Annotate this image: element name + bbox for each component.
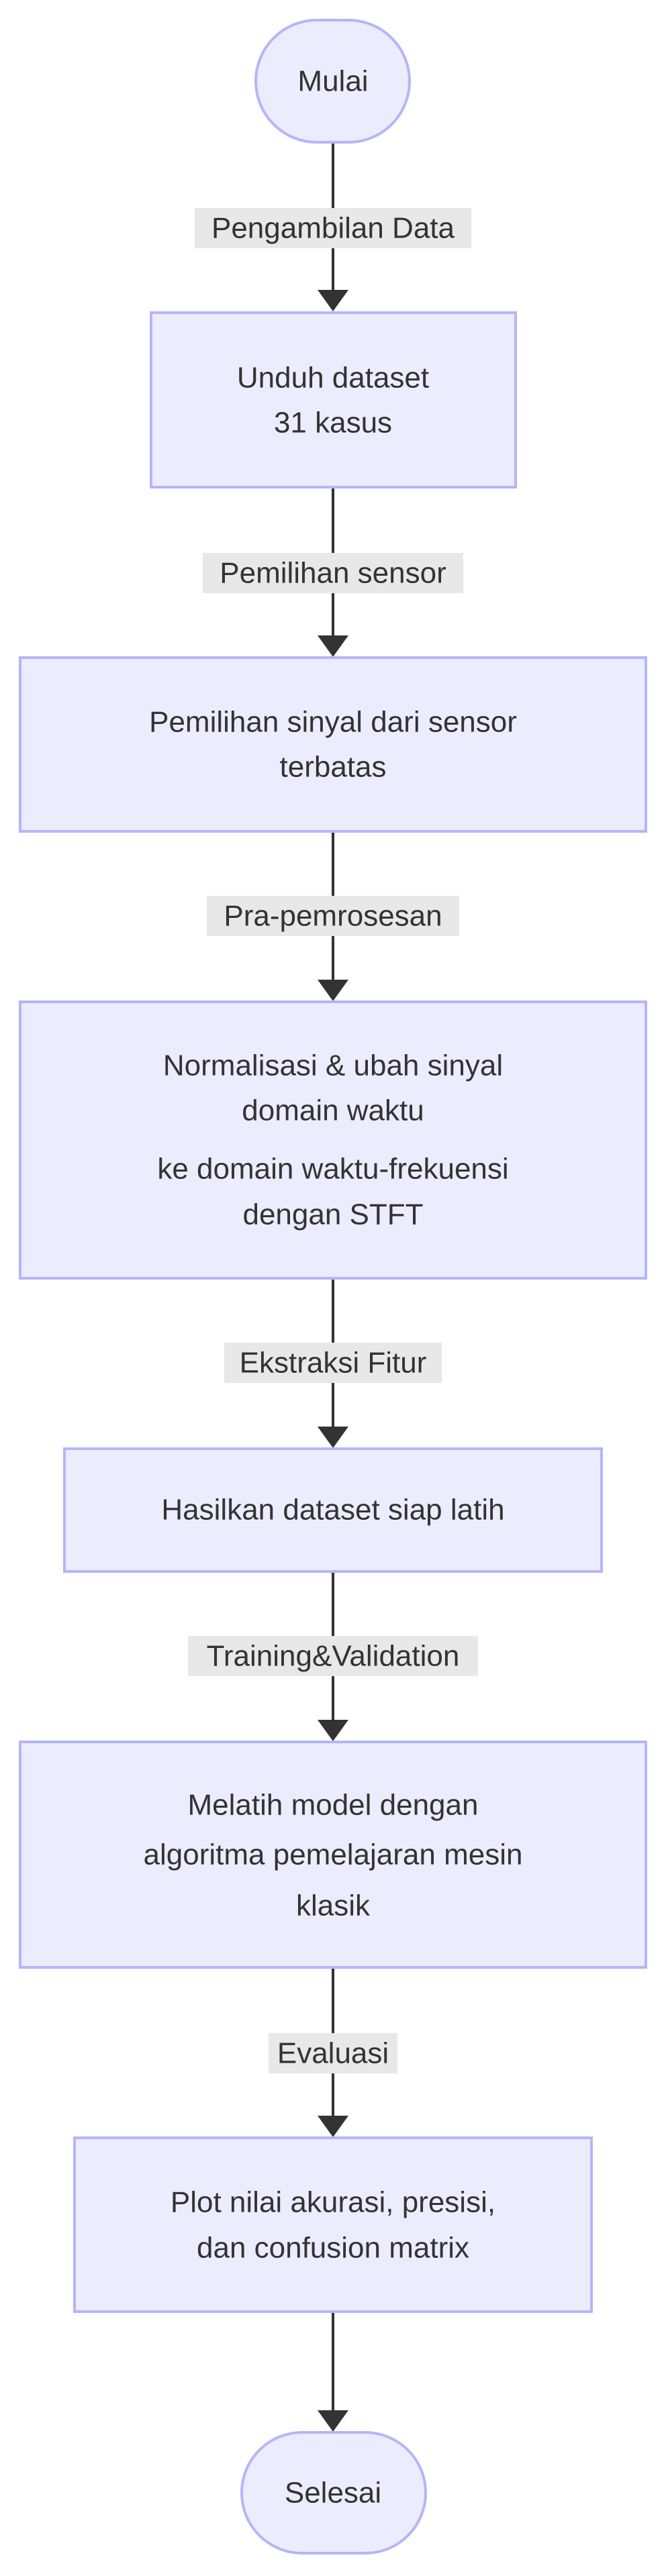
arrowhead-icon	[318, 1720, 348, 1741]
arrowhead-icon	[318, 2116, 348, 2137]
node-text-line: Unduh dataset	[237, 362, 429, 395]
node-end[interactable]: Selesai	[240, 2431, 427, 2555]
node-start-label: Mulai	[297, 65, 368, 98]
node-text-line: dan confusion matrix	[197, 2232, 469, 2265]
edge-label-bg	[269, 2033, 397, 2073]
edge-plot-end	[318, 2312, 348, 2432]
node-text-line: ke domain waktu-frekuensi	[157, 1153, 508, 1186]
edge-label-bg	[224, 1343, 442, 1383]
edge-label-bg	[207, 896, 459, 936]
node-select[interactable]: Pemilihan sinyal dari sensor terbatas	[19, 656, 647, 833]
edge-label-bg	[188, 1636, 478, 1676]
edge-label-bg	[203, 553, 463, 593]
arrowhead-icon	[318, 290, 348, 311]
arrowhead-icon	[318, 1427, 348, 1448]
node-dataset[interactable]: Hasilkan dataset siap latih	[63, 1447, 603, 1573]
node-text-line: dengan STFT	[242, 1198, 423, 1231]
node-download[interactable]: Unduh dataset 31 kasus	[150, 311, 517, 488]
edge-preprocess-dataset: Ekstraksi Fitur	[224, 1278, 442, 1448]
node-text-line: klasik	[296, 1890, 371, 1922]
node-end-label: Selesai	[285, 2477, 381, 2510]
node-text-line: terbatas	[280, 751, 387, 784]
node-plot[interactable]: Plot nilai akurasi, presisi, dan confusi…	[73, 2136, 593, 2313]
node-text-line: Plot nilai akurasi, presisi,	[171, 2186, 495, 2219]
node-text-line: Hasilkan dataset siap latih	[161, 1494, 504, 1527]
edge-train-plot: Evaluasi	[269, 1967, 397, 2137]
edge-select-preprocess: Pra-pemrosesan	[207, 831, 459, 1001]
edge-label-pra-pemrosesan: Pra-pemrosesan	[224, 900, 442, 933]
edge-label-pemilihan-sensor: Pemilihan sensor	[220, 557, 446, 590]
edge-label-evaluasi: Evaluasi	[277, 2037, 389, 2070]
arrowhead-icon	[318, 980, 348, 1001]
edge-start-download: Pengambilan Data	[195, 142, 471, 311]
node-text-line: domain waktu	[242, 1094, 424, 1127]
edge-dataset-train: Training&Validation	[188, 1572, 478, 1741]
node-text-line: 31 kasus	[274, 407, 392, 440]
node-text-line: algoritma pemelajaran mesin	[144, 1839, 523, 1871]
edge-label-bg	[195, 208, 471, 248]
arrowhead-icon	[318, 635, 348, 657]
node-text-line: Pemilihan sinyal dari sensor	[149, 706, 517, 739]
node-text-line: Melatih model dengan	[188, 1789, 479, 1822]
arrowhead-icon	[318, 2410, 348, 2432]
edge-label-ekstraksi-fitur: Ekstraksi Fitur	[240, 1347, 427, 1380]
node-text-line: Normalisasi & ubah sinyal	[163, 1049, 503, 1082]
edge-label-training-validation: Training&Validation	[207, 1640, 460, 1673]
edge-download-select: Pemilihan sensor	[203, 487, 463, 657]
node-start[interactable]: Mulai	[254, 19, 411, 144]
edge-label-pengambilan-data: Pengambilan Data	[211, 212, 455, 245]
node-train[interactable]: Melatih model dengan algoritma pemelajar…	[19, 1741, 647, 1969]
node-preprocess[interactable]: Normalisasi & ubah sinyal domain waktu k…	[19, 1000, 647, 1280]
